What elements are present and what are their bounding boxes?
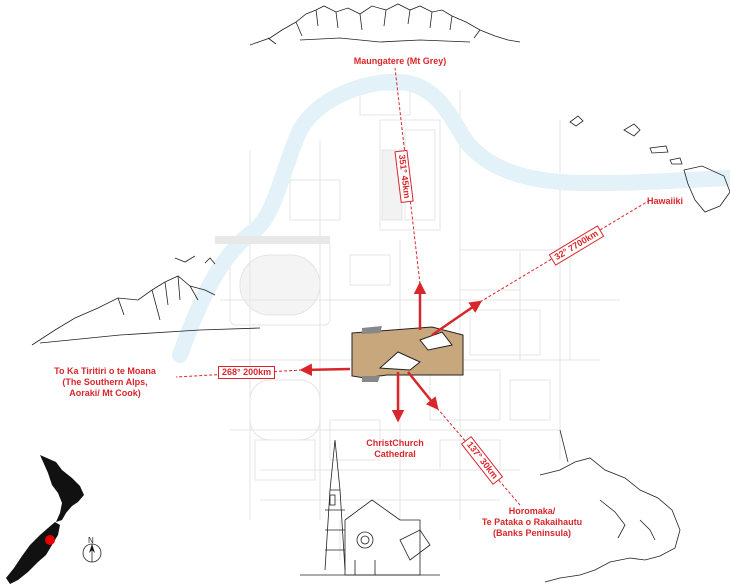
hawaii-islands bbox=[569, 115, 730, 213]
southern-alps-label-line3: Aoraki/ Mt Cook) bbox=[69, 388, 141, 398]
banks-peninsula-label-line2: Te Pataka o Rakaihautu bbox=[481, 517, 583, 527]
maungatere-label: Maungatere (Mt Grey) bbox=[353, 56, 447, 66]
arrow-west bbox=[299, 363, 351, 377]
direction-arrows bbox=[175, 67, 651, 506]
cathedral-sketch bbox=[300, 439, 440, 576]
dashed-line-north bbox=[394, 67, 421, 285]
hawaiiki-label: Hawaiiki bbox=[646, 196, 684, 206]
arrow-northeast bbox=[431, 300, 483, 337]
dashed-line-west bbox=[175, 369, 303, 378]
banks-peninsula-label-line3: (Banks Peninsula) bbox=[492, 528, 572, 538]
southern-alps-label: To Ka Tiritiri o te Moana (The Southern … bbox=[30, 366, 180, 399]
banks-peninsula-label: Horomaka/ Te Pataka o Rakaihautu (Banks … bbox=[462, 506, 602, 539]
compass-north-label: N bbox=[88, 536, 94, 545]
dashed-line-northeast bbox=[479, 199, 651, 303]
banks-peninsula-sketch bbox=[539, 429, 681, 583]
bearing-tag-southern-alps: 268° 200km bbox=[218, 366, 276, 379]
arrow-southeast bbox=[407, 371, 439, 410]
southern-alps-sketch bbox=[31, 255, 261, 346]
southern-alps-label-line2: (The Southern Alps, bbox=[62, 377, 148, 387]
cathedral-label: ChristChurch Cathedral bbox=[355, 438, 435, 460]
mt-grey-sketch bbox=[249, 3, 521, 46]
compass-icon bbox=[82, 543, 102, 563]
christchurch-location-dot bbox=[45, 535, 55, 545]
cathedral-label-line1: ChristChurch bbox=[366, 438, 424, 448]
banks-peninsula-label-line1: Horomaka/ bbox=[508, 506, 556, 516]
southern-alps-label-line1: To Ka Tiritiri o te Moana bbox=[54, 366, 156, 376]
dashed-line-southeast bbox=[436, 407, 521, 506]
avon-river bbox=[172, 73, 730, 363]
cathedral-label-line2: Cathedral bbox=[374, 449, 416, 459]
new-zealand-inset-map bbox=[6, 455, 84, 584]
site-building bbox=[351, 326, 464, 382]
